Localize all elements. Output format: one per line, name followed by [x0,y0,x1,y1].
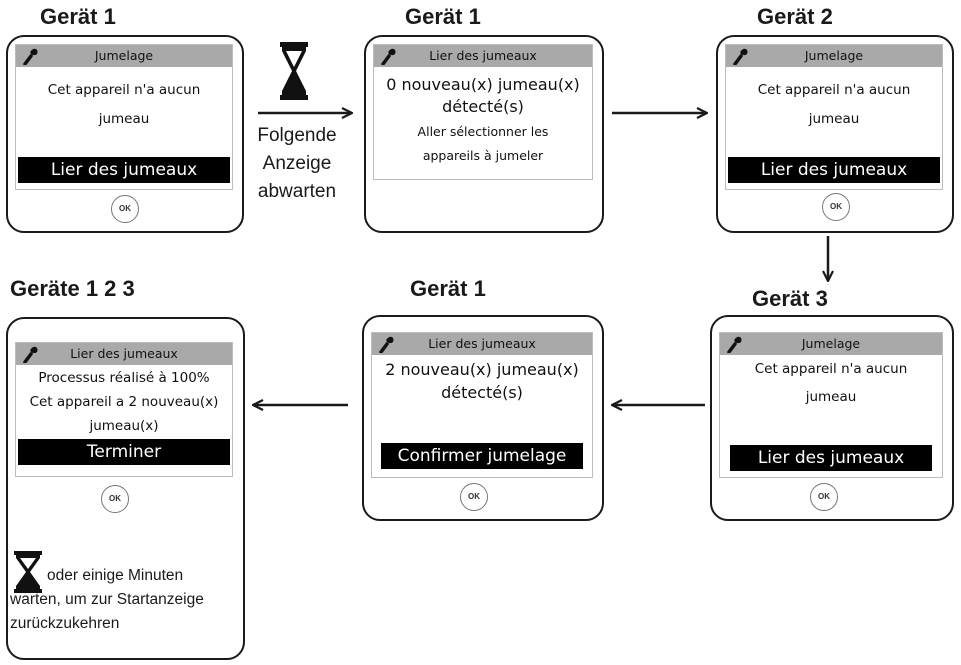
return-note-line2: warten, um zur Startanzeige [10,591,204,608]
screen-line1: Cet appareil n'a aucun [47,82,201,98]
wrench-icon [379,336,394,353]
screen-line1: 2 nouveau(x) jumeau(x) [385,360,579,379]
screen-header: Lier des jumeaux [16,343,232,365]
hourglass-icon [280,42,308,100]
screen-header-label: Jumelage [801,336,861,351]
screen-line1: Processus réalisé à 100% [38,370,210,386]
device-screen: Jumelage Cet appareil n'a aucun jumeau L… [725,44,943,190]
device-screen: Jumelage Cet appareil n'a aucun jumeau L… [719,332,943,478]
wrench-icon [381,48,396,65]
terminer-button[interactable]: Terminer [18,439,230,465]
screen-line2: jumeau [805,389,857,405]
device-step4: Jumelage Cet appareil n'a aucun jumeau L… [710,315,954,521]
wait-line1: Folgende [257,125,337,146]
device-step2: Lier des jumeaux 0 nouveau(x) jumeau(x) … [364,35,604,233]
screen-header: Lier des jumeaux [374,45,592,67]
title-step2: Gerät 1 [405,4,481,29]
wait-line3: abwarten [257,181,337,202]
screen-line3: jumeau(x) [89,418,159,434]
title-step4: Gerät 3 [752,286,828,311]
ok-button[interactable]: OK [810,483,838,511]
device-screen: Lier des jumeaux 2 nouveau(x) jumeau(x) … [371,332,593,478]
lier-des-jumeaux-button[interactable]: Lier des jumeaux [730,445,932,471]
title-step6: Geräte 1 2 3 [10,276,135,301]
screen-line2: jumeau [808,111,860,127]
device-screen: Lier des jumeaux Processus réalisé à 100… [15,342,233,477]
screen-header-label: Lier des jumeaux [428,336,536,351]
ok-button[interactable]: OK [101,485,129,513]
device-step6: Lier des jumeaux Processus réalisé à 100… [6,317,245,660]
screen-line2: Cet appareil a 2 nouveau(x) [29,394,219,410]
confirmer-jumelage-button[interactable]: Confirmer jumelage [381,443,583,469]
screen-line1: 0 nouveau(x) jumeau(x) [386,75,580,94]
ok-button[interactable]: OK [111,195,139,223]
device-screen: Lier des jumeaux 0 nouveau(x) jumeau(x) … [373,44,593,180]
ok-button[interactable]: OK [822,193,850,221]
return-note-line3: zurückzukehren [10,615,120,632]
device-step5: Lier des jumeaux 2 nouveau(x) jumeau(x) … [362,315,604,521]
wrench-icon [23,48,38,65]
title-step1: Gerät 1 [40,4,116,29]
lier-des-jumeaux-button[interactable]: Lier des jumeaux [18,157,230,183]
screen-header-label: Jumelage [94,48,154,63]
return-note-line1: oder einige Minuten [47,567,184,584]
screen-line2: détecté(s) [441,383,523,402]
device-step3: Jumelage Cet appareil n'a aucun jumeau L… [716,35,954,233]
lier-des-jumeaux-button[interactable]: Lier des jumeaux [728,157,940,183]
screen-line2: détecté(s) [442,97,524,116]
device-step1: Jumelage Cet appareil n'a aucun jumeau L… [6,35,244,233]
screen-header: Lier des jumeaux [372,333,592,355]
device-screen: Jumelage Cet appareil n'a aucun jumeau L… [15,44,233,190]
screen-header: Jumelage [16,45,232,67]
screen-header-label: Jumelage [804,48,864,63]
wait-line2: Anzeige [262,153,332,174]
wrench-icon [727,336,742,353]
screen-header: Jumelage [720,333,942,355]
screen-header: Jumelage [726,45,942,67]
screen-line4: appareils à jumeler [422,148,544,163]
hourglass-icon [14,551,42,593]
screen-header-label: Lier des jumeaux [70,346,178,361]
title-step5: Gerät 1 [410,276,486,301]
wrench-icon [23,346,38,363]
wait-instruction: Folgende Anzeige abwarten [247,122,347,206]
screen-line2: jumeau [98,111,150,127]
wrench-icon [733,48,748,65]
ok-button[interactable]: OK [460,483,488,511]
screen-header-label: Lier des jumeaux [429,48,537,63]
screen-line1: Cet appareil n'a aucun [754,361,908,377]
screen-line1: Cet appareil n'a aucun [757,82,911,98]
screen-line3: Aller sélectionner les [417,124,549,139]
title-step3: Gerät 2 [757,4,833,29]
